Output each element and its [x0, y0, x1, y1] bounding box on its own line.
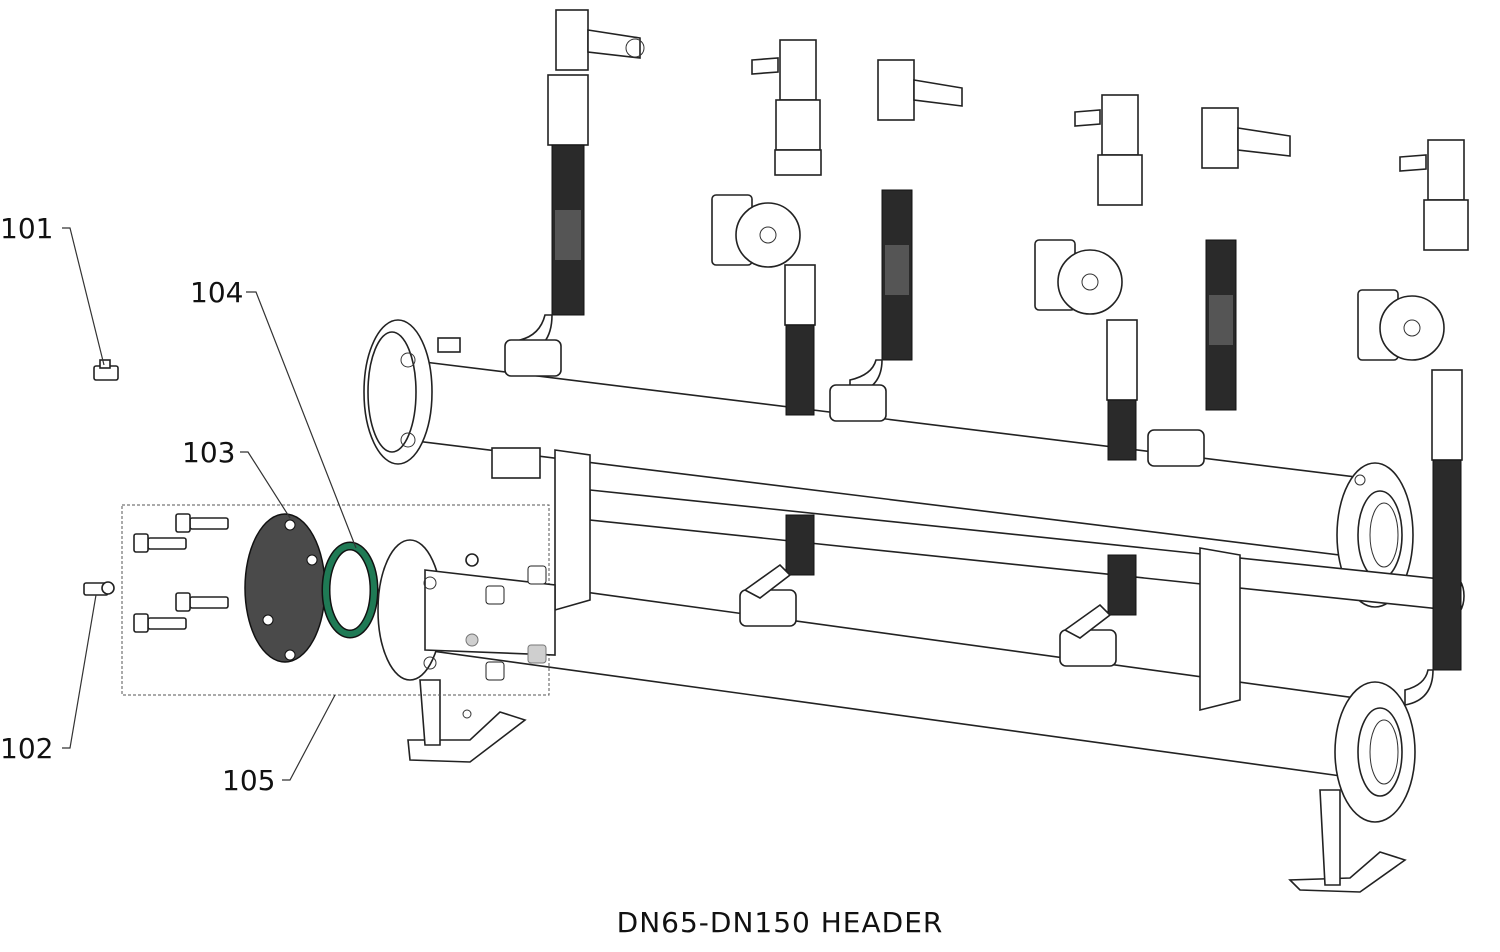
- nuts-and-washers: [465, 553, 547, 681]
- gasket-104: [321, 541, 379, 639]
- upper-left-flange: [363, 319, 541, 479]
- return-hose-1: [849, 59, 963, 396]
- callout-103: 103: [182, 436, 235, 469]
- support-foot-left: [407, 679, 527, 763]
- leader-lines: [62, 227, 357, 781]
- kit-mating-flange: [377, 539, 556, 681]
- support-foot-right: [1288, 789, 1407, 893]
- bolts: [133, 513, 229, 633]
- callout-102: 102: [0, 732, 53, 765]
- vent-plug-101: [93, 359, 119, 381]
- blank-flange-holes: [262, 519, 318, 661]
- lower-ball-valves: [504, 339, 1205, 667]
- supply-hose-1: [519, 9, 645, 356]
- middle-support-brackets: [554, 449, 1241, 712]
- lower-right-flange: [1334, 681, 1416, 823]
- callout-105: 105: [222, 764, 275, 797]
- drain-valve-102: [83, 581, 115, 596]
- diagram-title: DN65-DN150 HEADER: [617, 906, 944, 939]
- pump-3-assembly: [1357, 139, 1469, 706]
- pump-2-assembly: [1034, 94, 1143, 616]
- callout-104: 104: [190, 276, 243, 309]
- pump-1-assembly: [711, 39, 822, 576]
- return-hose-2: [1201, 107, 1291, 411]
- blank-flange-103: [244, 513, 326, 663]
- callout-101: 101: [0, 212, 53, 245]
